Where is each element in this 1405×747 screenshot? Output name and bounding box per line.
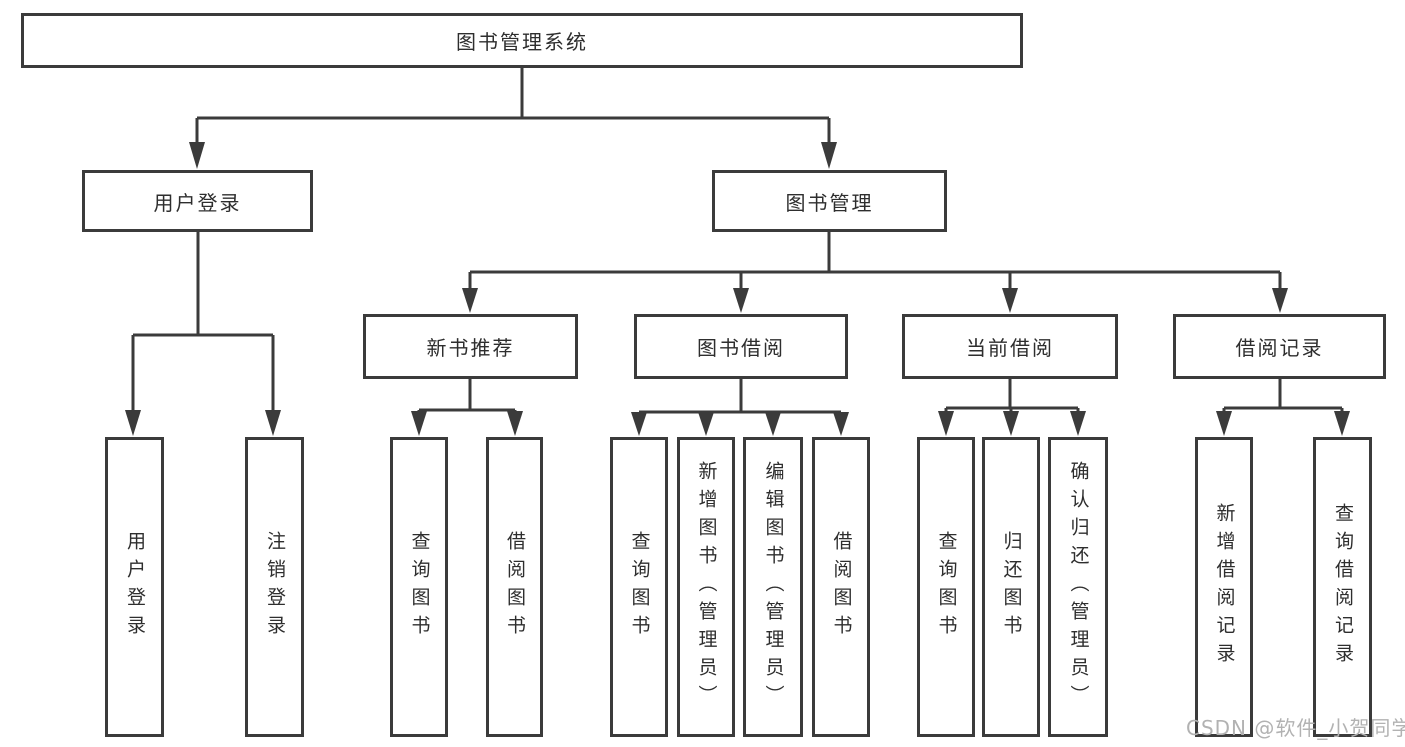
leaf-return-books: 归还图书 — [982, 437, 1040, 737]
node-borrow-record-label: 借阅记录 — [1235, 336, 1324, 360]
leaf-add-borrow-record-label: 新增借阅记录 — [1213, 503, 1236, 671]
leaf-query-books-borrow: 查询图书 — [610, 437, 668, 737]
leaf-add-books-admin: 新增图书（管理员） — [677, 437, 735, 737]
node-book-management-label: 图书管理 — [785, 190, 874, 215]
leaf-return-books-label: 归还图书 — [1000, 531, 1023, 643]
leaf-user-login-label: 用户登录 — [124, 531, 146, 643]
node-root: 图书管理系统 — [21, 13, 1023, 68]
leaf-borrow-books: 借阅图书 — [812, 437, 870, 737]
leaf-borrow-books-label: 借阅图书 — [830, 531, 853, 643]
leaf-query-books-recommend-label: 查询图书 — [408, 531, 431, 643]
leaf-user-login: 用户登录 — [105, 437, 164, 737]
leaf-edit-books-admin-label: 编辑图书（管理员） — [762, 461, 785, 713]
node-user-login: 用户登录 — [82, 170, 313, 232]
node-borrow-record: 借阅记录 — [1173, 314, 1386, 379]
leaf-query-books-recommend: 查询图书 — [390, 437, 448, 737]
leaf-query-borrow-record-label: 查询借阅记录 — [1332, 503, 1354, 671]
leaf-borrow-books-recommend-label: 借阅图书 — [504, 531, 526, 643]
leaf-logout-login: 注销登录 — [245, 437, 304, 737]
node-book-borrow: 图书借阅 — [634, 314, 848, 379]
node-user-login-label: 用户登录 — [153, 190, 242, 215]
node-new-book-recommend-label: 新书推荐 — [426, 336, 515, 360]
node-new-book-recommend: 新书推荐 — [363, 314, 578, 379]
leaf-query-books-borrow-label: 查询图书 — [628, 531, 651, 643]
arrowheads — [125, 142, 1350, 436]
leaf-query-borrow-record: 查询借阅记录 — [1313, 437, 1372, 737]
leaf-add-books-admin-label: 新增图书（管理员） — [695, 461, 718, 713]
node-root-label: 图书管理系统 — [456, 30, 588, 54]
leaf-query-books-current-label: 查询图书 — [935, 531, 958, 643]
csdn-watermark: CSDN @软件_小贺同学 — [1186, 716, 1405, 740]
leaf-borrow-books-recommend: 借阅图书 — [486, 437, 543, 737]
node-book-borrow-label: 图书借阅 — [697, 336, 785, 360]
node-current-borrow-label: 当前借阅 — [966, 336, 1054, 360]
leaf-add-borrow-record: 新增借阅记录 — [1195, 437, 1253, 737]
leaf-confirm-return-admin-label: 确认归还（管理员） — [1067, 461, 1090, 713]
node-current-borrow: 当前借阅 — [902, 314, 1118, 379]
leaf-edit-books-admin: 编辑图书（管理员） — [743, 437, 803, 737]
leaf-confirm-return-admin: 确认归还（管理员） — [1048, 437, 1108, 737]
leaf-logout-login-label: 注销登录 — [264, 531, 286, 643]
leaf-query-books-current: 查询图书 — [917, 437, 975, 737]
node-book-management: 图书管理 — [712, 170, 947, 232]
